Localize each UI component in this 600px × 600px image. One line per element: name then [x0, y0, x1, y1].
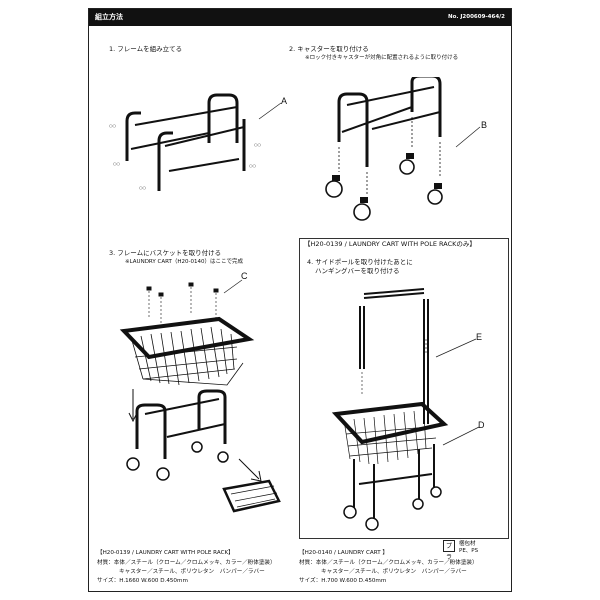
label-e: E	[476, 332, 483, 342]
leader-line-d	[442, 426, 480, 446]
svg-text:○○: ○○	[139, 185, 146, 190]
svg-text:○○: ○○	[109, 123, 116, 128]
label-d: D	[478, 420, 485, 430]
document-number: No. J200609-464/2	[448, 14, 505, 20]
instruction-sheet: 組立方法 No. J200609-464/2 1. フレームを組み立てる ○○○…	[88, 8, 512, 592]
leader-line-b	[455, 126, 481, 148]
step-1-title: 1. フレームを組み立てる	[109, 45, 183, 53]
pole-rack-illustration	[331, 288, 449, 531]
spec-right-title: 【H20-0140 / LAUNDRY CART 】	[299, 550, 388, 556]
leader-line-a	[258, 102, 282, 120]
spec-left-caster: キャスター／スチール、ポリウレタン バンパー／ラバー	[119, 569, 265, 575]
box-title: 【H20-0139 / LAUNDRY CART WITH POLE RACKの…	[304, 240, 476, 248]
step-3-note: ※LAUNDRY CART（H20-0140）はここで完成	[125, 259, 244, 265]
step-4-title-line2: ハンギングバーを取り付ける	[315, 267, 400, 275]
svg-text:○○: ○○	[249, 163, 256, 168]
step-4-title-line1: 4. サイドポールを取り付けたあとに	[307, 258, 413, 266]
spec-left-title: 【H20-0139 / LAUNDRY CART WITH POLE RACK】	[97, 550, 234, 556]
step-3-title: 3. フレームにバスケットを取り付ける	[109, 249, 222, 257]
header-title: 組立方法	[95, 13, 123, 21]
step-2-note: ※ロック付きキャスターが対角に配置されるように取り付ける	[305, 55, 459, 61]
pole-rack-only-box: 【H20-0139 / LAUNDRY CART WITH POLE RACKの…	[299, 238, 509, 539]
svg-text:○○: ○○	[113, 161, 120, 166]
spec-right-caster: キャスター／スチール、ポリウレタン バンパー／ラバー	[321, 569, 467, 575]
packaging-types: PE、PS	[459, 548, 479, 554]
spec-left-material: 材質：本体／スチール（クローム／クロムメッキ、カラー／粉体塗装）	[97, 560, 276, 566]
header-bar: 組立方法 No. J200609-464/2	[89, 9, 511, 26]
spec-right-size: サイズ：H.700 W.600 D.450mm	[299, 578, 387, 584]
label-b: B	[481, 120, 488, 130]
packaging-material: 梱包材 PE、PS	[459, 541, 478, 555]
frame-illustration: ○○ ○○ ○○ ○○ ○○	[109, 93, 261, 191]
svg-text:○○: ○○	[254, 142, 261, 147]
spec-left-size: サイズ：H.1660 W.600 D.450mm	[97, 578, 188, 584]
basket-illustration	[119, 282, 281, 513]
leader-line-e	[435, 338, 477, 358]
step-2-title: 2. キャスターを取り付ける	[289, 45, 369, 53]
caster-illustration	[325, 77, 443, 221]
spec-right-material: 材質：本体／スチール（クローム／クロムメッキ、カラー／粉体塗装）	[299, 560, 478, 566]
recycle-plastic-icon: プラ	[443, 540, 455, 561]
label-a: A	[281, 96, 288, 106]
label-c: C	[241, 271, 248, 281]
packaging-label: 梱包材	[459, 541, 476, 547]
leader-line-c	[223, 279, 243, 294]
